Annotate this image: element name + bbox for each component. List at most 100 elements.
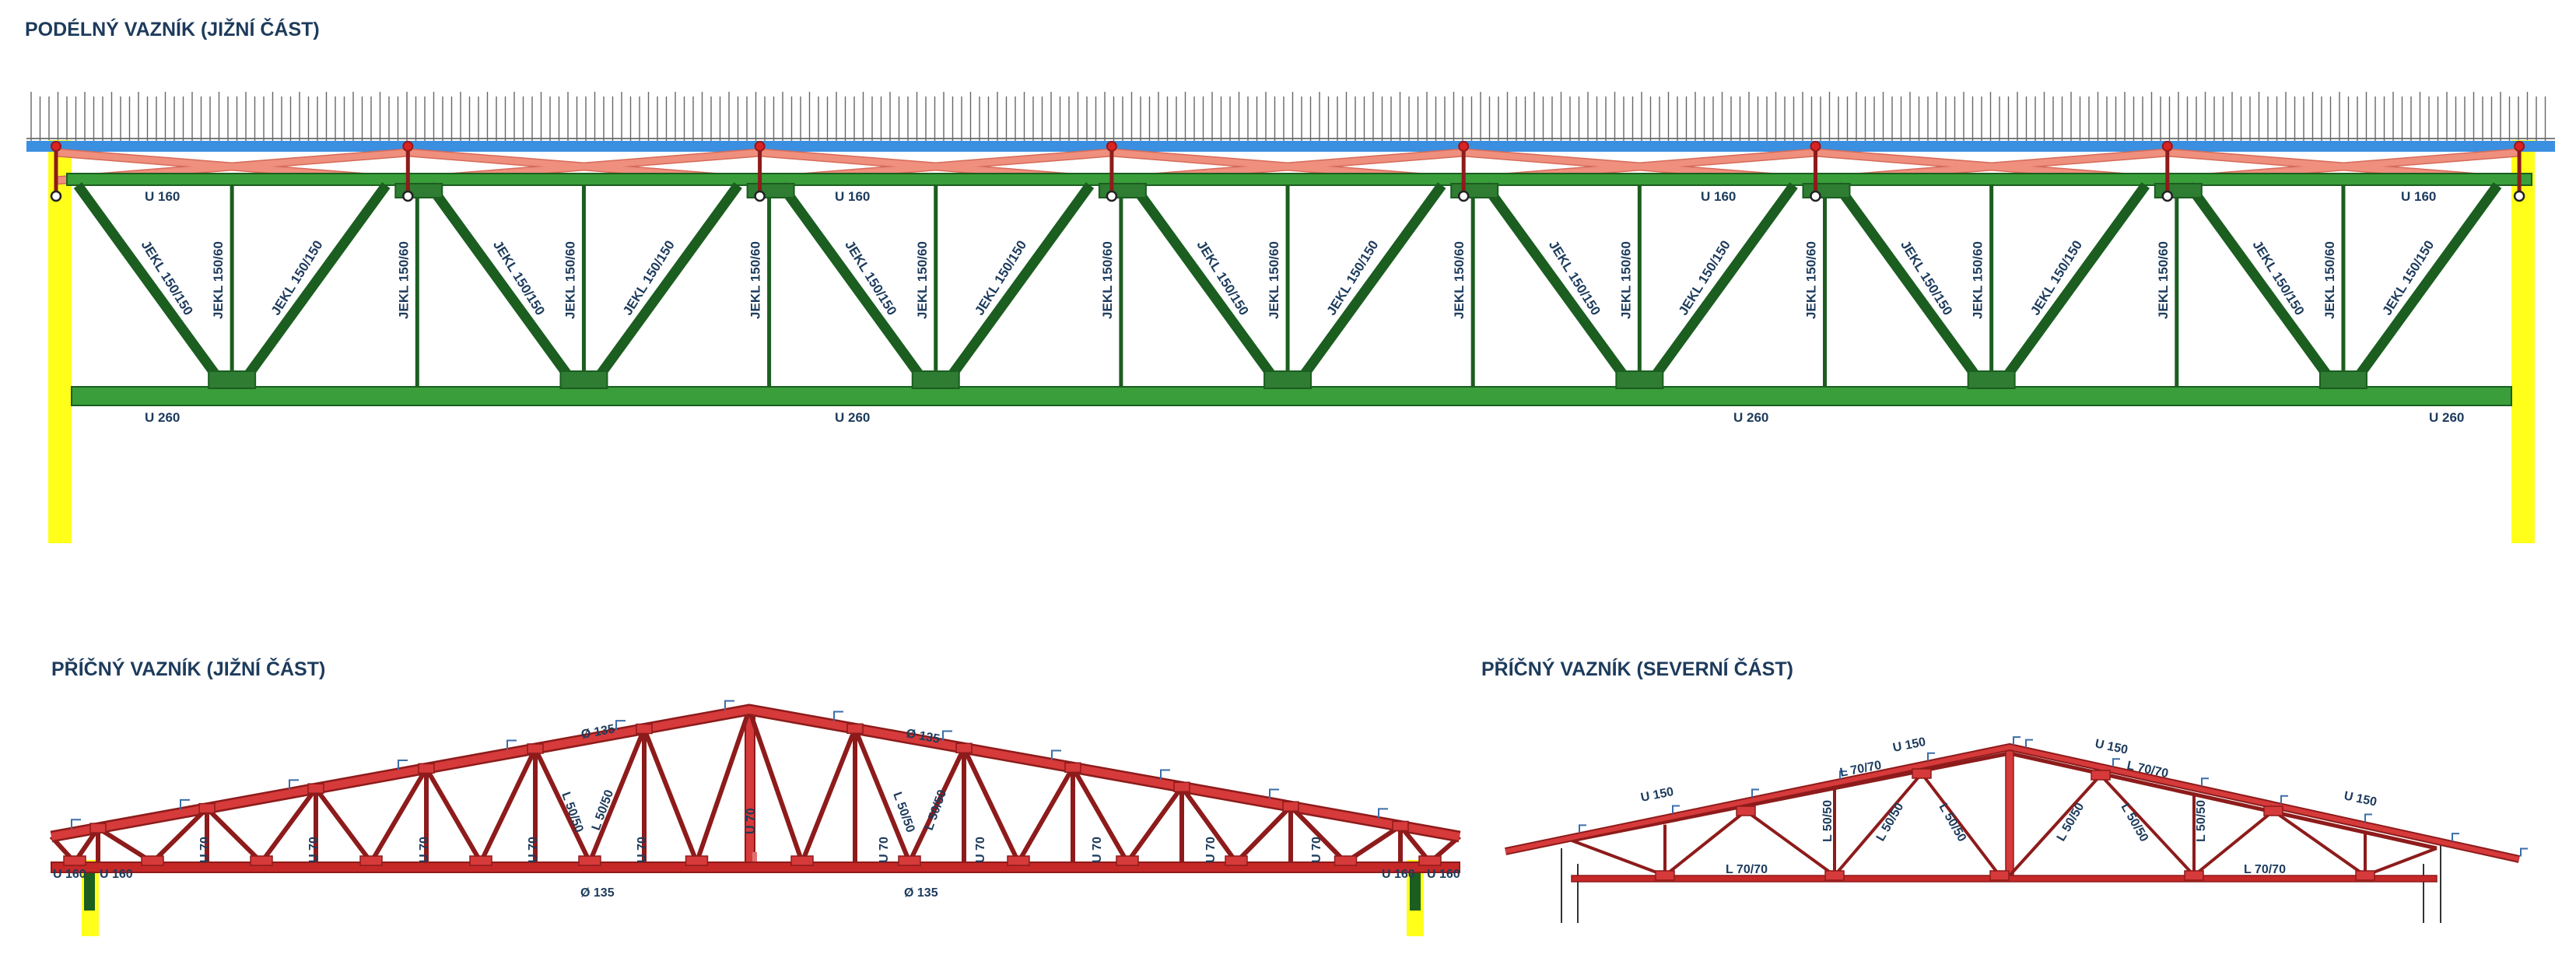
- north-bottom-node: [1824, 870, 1845, 881]
- south-bottom-node: [1334, 855, 1358, 866]
- right-column: [2511, 140, 2535, 543]
- diagonal-member: [243, 182, 391, 379]
- vertical-label: JEKL 150/60: [2322, 241, 2337, 319]
- north-diagonal: [2099, 774, 2196, 877]
- top-chord: [66, 173, 2532, 186]
- vertical-label: JEKL 150/60: [748, 241, 763, 319]
- north-top-label: U 150: [2094, 737, 2129, 757]
- south-diag-label: L 50/50: [559, 791, 585, 835]
- north-diagonal: [2008, 774, 2102, 877]
- gusset-plate: [911, 370, 960, 389]
- south-top-node: [527, 743, 544, 754]
- purlin-clip: [2364, 813, 2372, 823]
- diagonal-member: [2354, 182, 2502, 379]
- vertical-label: JEKL 150/60: [396, 241, 411, 319]
- south-bottom-node: [359, 855, 383, 866]
- south-diagonal: [642, 728, 699, 864]
- north-diagonal: [1833, 772, 1923, 877]
- south-diagonal: [533, 747, 592, 864]
- south-bottom-chord-label: Ø 135: [580, 886, 615, 900]
- hanger-bottom-bolt: [2161, 190, 2174, 202]
- south-diagonal: [1071, 766, 1130, 864]
- vertical-label: JEKL 150/60: [2156, 241, 2171, 319]
- south-bottom-node: [790, 855, 814, 866]
- south-nodes: [63, 723, 1442, 866]
- purlin-clip: [2520, 847, 2528, 857]
- vertical-label: JEKL 150/60: [1452, 241, 1467, 319]
- purlin-clip: [506, 739, 517, 750]
- south-diagonal: [1016, 766, 1075, 864]
- king-post-label: U 70: [745, 808, 758, 834]
- top-chord-label: U 160: [835, 189, 870, 204]
- south-diagonal: [150, 806, 209, 865]
- south-bottom-node: [1225, 855, 1248, 866]
- south-bottom-node: [63, 855, 86, 866]
- south-bottom-chord-label: Ø 135: [904, 886, 938, 900]
- south-bottom-node: [1116, 855, 1139, 866]
- roof-purlins: [26, 92, 2555, 141]
- south-top-node: [89, 823, 107, 833]
- south-top-node: [1282, 801, 1299, 812]
- gusset-plate: [1263, 370, 1313, 389]
- purlin-clip: [615, 720, 626, 731]
- gusset-plate: [208, 370, 257, 389]
- south-diagonal: [205, 806, 264, 865]
- king-post: [745, 714, 755, 863]
- hanger-top-bolt: [402, 141, 414, 152]
- hanger-bottom-bolt: [50, 190, 62, 202]
- north-top-label: U 150: [2343, 789, 2378, 809]
- purlin-clip: [398, 759, 408, 770]
- vertical-label: JEKL 150/60: [915, 241, 930, 319]
- purlin-clip: [1579, 824, 1586, 833]
- south-bottom-node: [685, 855, 709, 866]
- north-bottom-label: L 70/70: [1726, 863, 1768, 876]
- purlin-clip: [2112, 758, 2120, 767]
- hanger-bottom-bolt: [754, 190, 766, 202]
- south-top-node: [198, 802, 216, 814]
- hanger-bottom-bolt: [1810, 190, 1821, 202]
- south-top-chord: [51, 706, 1460, 840]
- diagonal-member: [595, 182, 742, 379]
- south-purlin-clips: [71, 700, 1388, 830]
- south-bottom-node: [141, 855, 164, 866]
- purlin-clip: [71, 819, 81, 830]
- north-king-post: [2005, 748, 2014, 879]
- purlin-clip: [2013, 736, 2020, 746]
- purlin-clip: [724, 700, 734, 711]
- south-edge-label: U 160: [1427, 868, 1460, 881]
- hanger-top-bolt: [2514, 141, 2525, 152]
- south-diagonal: [800, 728, 857, 864]
- purlin-clip: [942, 730, 952, 741]
- bottom-chord-label: U 260: [2429, 410, 2464, 425]
- hanger-top-bolt: [1458, 141, 1470, 152]
- gusset-plate: [559, 370, 608, 389]
- south-top-node: [418, 763, 435, 774]
- north-vert-label: L 50/50: [2195, 800, 2208, 842]
- purlin-clip: [1672, 805, 1680, 814]
- purlin-clip: [1269, 788, 1279, 799]
- purlin-clip: [2201, 777, 2209, 787]
- south-vertical-label: U 70: [418, 837, 431, 863]
- south-vertical-label: U 70: [1204, 837, 1218, 863]
- bottom-chord-label: U 260: [835, 410, 870, 425]
- longitudinal-truss-title: PODÉLNÝ VAZNÍK (JIŽNÍ ČÁST): [25, 17, 320, 40]
- south-web-members: [49, 709, 1461, 872]
- hanger-bottom-bolt: [1106, 190, 1118, 202]
- south-bottom-node: [1418, 855, 1442, 866]
- diagonal-member: [777, 182, 925, 379]
- purlin-clip: [1839, 770, 1847, 780]
- south-bottom-node: [898, 855, 921, 866]
- north-bottom-node: [1655, 870, 1675, 881]
- north-diag-label: L 50/50: [1936, 802, 1969, 844]
- hanger-bottom-bolt: [2513, 190, 2525, 202]
- south-diagonal: [587, 728, 647, 864]
- gusset-plate: [1615, 370, 1664, 389]
- hanger-posts: [50, 141, 2525, 202]
- south-diag-label: L 50/50: [923, 788, 949, 833]
- north-bottom-node: [1989, 870, 2010, 881]
- purlin-clip: [289, 779, 299, 790]
- south-vertical-label: U 70: [198, 837, 212, 863]
- diagonal-member: [73, 182, 221, 379]
- purlin-clip: [833, 711, 843, 721]
